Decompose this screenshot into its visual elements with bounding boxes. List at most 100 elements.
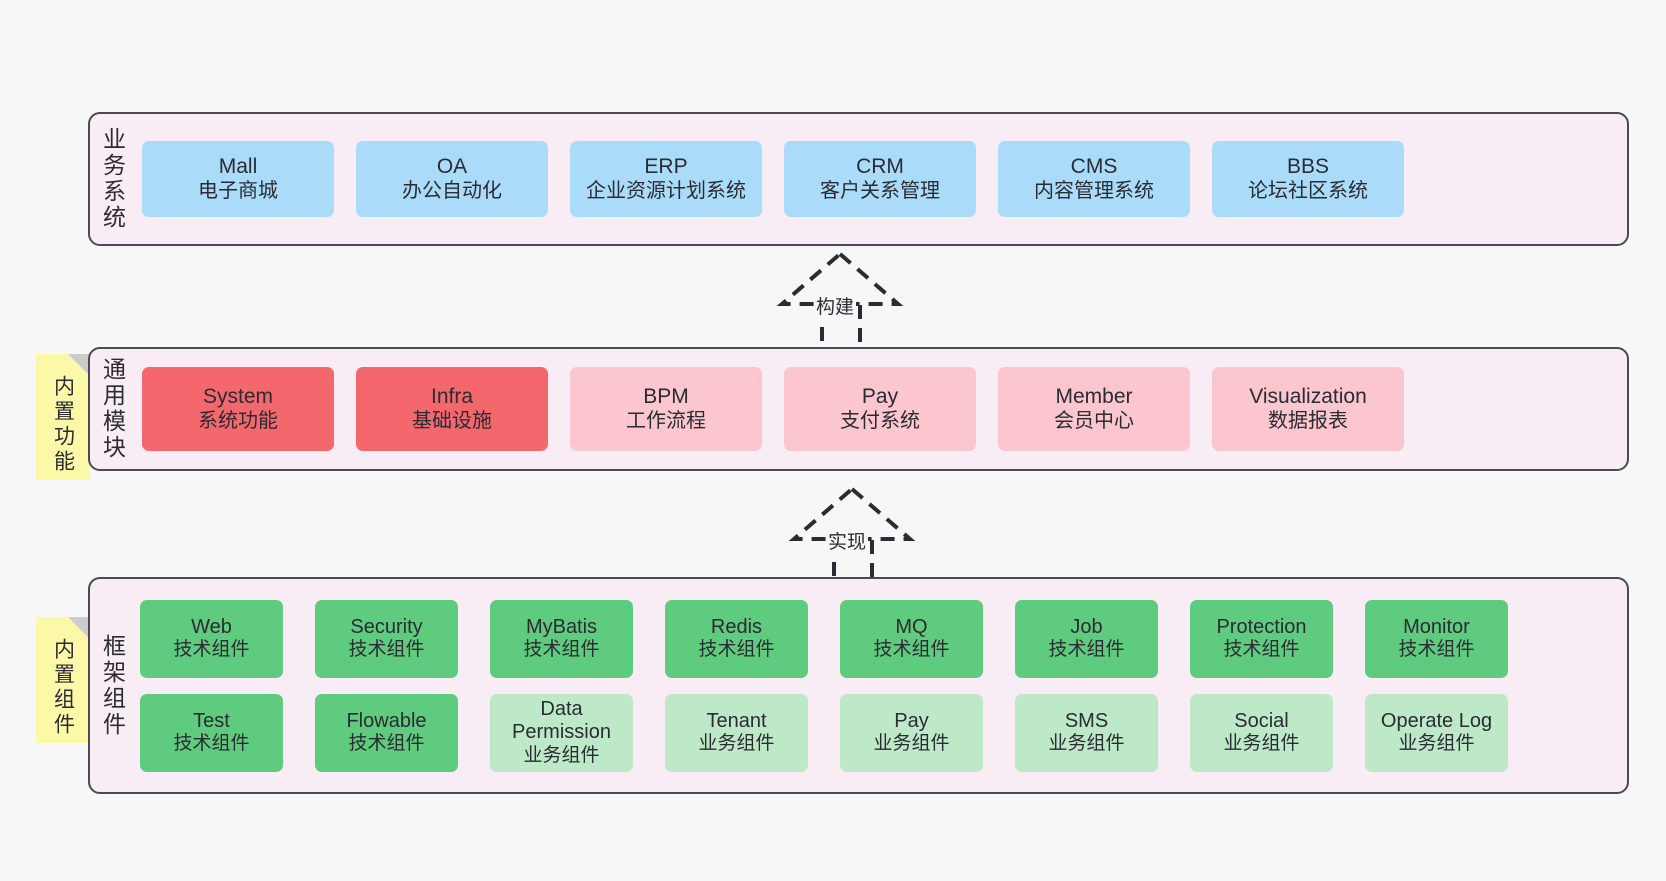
- card-module-member[interactable]: Member 会员中心: [998, 367, 1190, 451]
- card-title-en: Job: [1070, 615, 1103, 638]
- card-title-en: BBS: [1286, 154, 1330, 178]
- card-title-en: Monitor: [1403, 615, 1470, 638]
- generalization-arrow-icon: [776, 251, 904, 352]
- relation-arrow-build: 构建: [750, 248, 930, 353]
- layer-common-modules: 通用模块 System 系统功能 Infra 基础设施 BPM 工作流程 Pay…: [88, 347, 1629, 471]
- card-component-sms[interactable]: SMS 业务组件: [1015, 693, 1158, 772]
- card-title-cn: 业务组件: [1398, 733, 1475, 755]
- card-title-cn: 会员中心: [1054, 409, 1134, 432]
- card-component-redis[interactable]: Redis 技术组件: [665, 599, 808, 678]
- card-title-en: Pay: [861, 384, 899, 408]
- card-component-data-permission[interactable]: Data Permission 业务组件: [490, 693, 633, 772]
- card-component-operate-log[interactable]: Operate Log 业务组件: [1365, 693, 1508, 772]
- card-module-pay[interactable]: Pay 支付系统: [784, 367, 976, 451]
- card-title-en: OA: [436, 154, 468, 178]
- card-component-tenant[interactable]: Tenant 业务组件: [665, 693, 808, 772]
- card-title-cn: 业务组件: [1223, 733, 1300, 755]
- card-title-cn: 技术组件: [348, 639, 425, 661]
- card-title-en: Social: [1234, 709, 1289, 732]
- card-module-infra[interactable]: Infra 基础设施: [356, 367, 548, 451]
- sticky-note-builtin-components: 内置组件: [36, 617, 90, 743]
- card-title-cn: 技术组件: [873, 639, 950, 661]
- card-business-mall[interactable]: Mall 电子商城: [142, 141, 334, 217]
- card-title-en: CRM: [856, 154, 904, 178]
- card-component-protection[interactable]: Protection 技术组件: [1190, 599, 1333, 678]
- card-title-en: SMS: [1064, 709, 1109, 732]
- card-title-cn: 技术组件: [1048, 639, 1125, 661]
- generalization-arrow-icon: [788, 486, 916, 587]
- card-component-social[interactable]: Social 业务组件: [1190, 693, 1333, 772]
- card-component-job[interactable]: Job 技术组件: [1015, 599, 1158, 678]
- card-component-flowable[interactable]: Flowable 技术组件: [315, 693, 458, 772]
- card-business-crm[interactable]: CRM 客户关系管理: [784, 141, 976, 217]
- card-title-en: Security: [350, 615, 423, 638]
- card-title-cn: 论坛社区系统: [1248, 179, 1368, 202]
- relation-label-implement: 实现: [826, 527, 869, 554]
- card-title-cn: 企业资源计划系统: [586, 179, 746, 202]
- layer-title-business-systems: 业务系统: [99, 127, 126, 231]
- card-module-system[interactable]: System 系统功能: [142, 367, 334, 451]
- layer-title-framework-components: 框架组件: [99, 633, 126, 738]
- card-module-bpm[interactable]: BPM 工作流程: [570, 367, 762, 451]
- card-business-erp[interactable]: ERP 企业资源计划系统: [570, 141, 762, 217]
- card-component-mybatis[interactable]: MyBatis 技术组件: [490, 599, 633, 678]
- card-title-en: MQ: [895, 615, 928, 638]
- card-title-en: Tenant: [706, 709, 767, 732]
- sticky-note-label: 内置组件: [51, 638, 75, 738]
- card-component-mq[interactable]: MQ 技术组件: [840, 599, 983, 678]
- card-title-en: Mall: [218, 154, 258, 178]
- card-title-cn: 基础设施: [412, 409, 492, 432]
- page-fold-icon: [68, 354, 90, 376]
- card-title-cn: 办公自动化: [402, 179, 502, 202]
- card-title-cn: 技术组件: [523, 639, 600, 661]
- card-title-en: MyBatis: [525, 615, 598, 638]
- card-title-en: Pay: [894, 709, 929, 732]
- layer-body-business-systems: Mall 电子商城 OA 办公自动化 ERP 企业资源计划系统 CRM 客户关系…: [134, 114, 1627, 244]
- card-title-cn: 技术组件: [173, 733, 250, 755]
- card-title-en: Redis: [710, 615, 763, 638]
- card-component-security[interactable]: Security 技术组件: [315, 599, 458, 678]
- card-title-cn: 业务组件: [873, 733, 950, 755]
- card-title-en: Infra: [430, 384, 474, 408]
- card-title-en: CMS: [1070, 154, 1118, 178]
- layer-framework-components: 框架组件 Web 技术组件 Security 技术组件 MyBatis 技术组件…: [88, 577, 1629, 794]
- card-title-cn: 数据报表: [1268, 409, 1348, 432]
- sticky-note-builtin-functions: 内置功能: [36, 354, 90, 480]
- card-title-en: Protection: [1216, 615, 1307, 638]
- framework-business-row: Test 技术组件 Flowable 技术组件 Data Permission …: [140, 693, 1613, 772]
- card-component-pay[interactable]: Pay 业务组件: [840, 693, 983, 772]
- card-title-cn: 支付系统: [840, 409, 920, 432]
- relation-arrow-implement: 实现: [762, 483, 942, 588]
- card-title-en: System: [202, 384, 273, 408]
- card-component-test[interactable]: Test 技术组件: [140, 693, 283, 772]
- card-business-oa[interactable]: OA 办公自动化: [356, 141, 548, 217]
- layer-title-common-modules: 通用模块: [99, 357, 126, 461]
- card-module-visualization[interactable]: Visualization 数据报表: [1212, 367, 1404, 451]
- card-title-cn: 业务组件: [523, 744, 600, 766]
- card-component-web[interactable]: Web 技术组件: [140, 599, 283, 678]
- card-component-monitor[interactable]: Monitor 技术组件: [1365, 599, 1508, 678]
- common-modules-row: System 系统功能 Infra 基础设施 BPM 工作流程 Pay 支付系统…: [142, 367, 1613, 451]
- card-title-cn: 技术组件: [1223, 639, 1300, 661]
- card-title-en: Data Permission: [512, 697, 611, 744]
- card-title-cn: 系统功能: [198, 409, 278, 432]
- sticky-note-label: 内置功能: [51, 375, 75, 475]
- layer-body-common-modules: System 系统功能 Infra 基础设施 BPM 工作流程 Pay 支付系统…: [134, 349, 1627, 469]
- framework-tech-row: Web 技术组件 Security 技术组件 MyBatis 技术组件 Redi…: [140, 599, 1613, 678]
- card-title-cn: 业务组件: [698, 733, 775, 755]
- card-title-cn: 技术组件: [348, 733, 425, 755]
- card-title-en: Visualization: [1249, 384, 1367, 408]
- card-title-cn: 技术组件: [1398, 639, 1475, 661]
- card-title-cn: 技术组件: [173, 639, 250, 661]
- card-title-en: ERP: [644, 154, 688, 178]
- card-business-bbs[interactable]: BBS 论坛社区系统: [1212, 141, 1404, 217]
- card-title-en: BPM: [643, 384, 689, 408]
- card-title-en: Flowable: [346, 709, 427, 732]
- card-title-en: Web: [191, 615, 232, 638]
- card-title-cn: 业务组件: [1048, 733, 1125, 755]
- card-business-cms[interactable]: CMS 内容管理系统: [998, 141, 1190, 217]
- relation-label-build: 构建: [814, 292, 857, 319]
- card-title-en: Member: [1055, 384, 1133, 408]
- card-title-cn: 内容管理系统: [1034, 179, 1154, 202]
